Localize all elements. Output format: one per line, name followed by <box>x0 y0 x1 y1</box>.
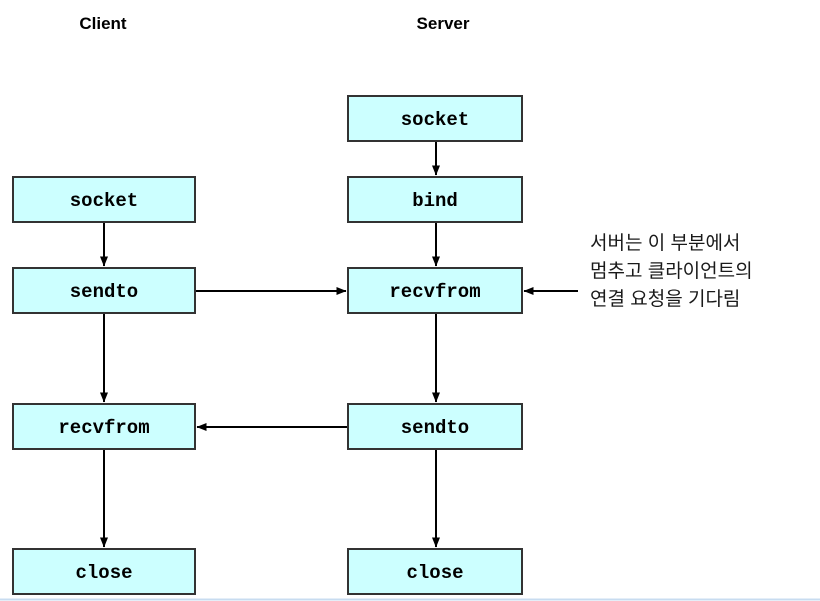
client-sendto-label: sendto <box>70 281 138 303</box>
server-sendto-label: sendto <box>401 417 469 439</box>
edge-group-cross <box>195 287 578 431</box>
server-bind-label: bind <box>412 190 458 212</box>
server-sendto-box[interactable] <box>347 403 523 450</box>
client-sendto-box[interactable] <box>12 267 196 314</box>
client-node-sendto[interactable]: sendto <box>12 267 196 314</box>
client-close-box[interactable] <box>12 548 196 595</box>
client-socket-box[interactable] <box>12 176 196 223</box>
column-header-client: Client <box>79 14 127 33</box>
server-bind-box[interactable] <box>347 176 523 223</box>
server-close-box[interactable] <box>347 548 523 595</box>
server-node-sendto[interactable]: sendto <box>347 403 523 450</box>
client-node-recvfrom[interactable]: recvfrom <box>12 403 196 450</box>
column-header-server: Server <box>417 14 470 33</box>
annotation-line-2: 멈추고 클라이언트의 <box>590 260 753 282</box>
server-recvfrom-label: recvfrom <box>389 281 480 303</box>
client-socket-label: socket <box>70 190 138 212</box>
server-node-recvfrom[interactable]: recvfrom <box>347 267 523 314</box>
client-node-socket[interactable]: socket <box>12 176 196 223</box>
server-socket-label: socket <box>401 109 469 131</box>
client-recvfrom-label: recvfrom <box>58 417 149 439</box>
client-recvfrom-box[interactable] <box>12 403 196 450</box>
annotation-line-1: 서버는 이 부분에서 <box>590 232 740 254</box>
server-node-close[interactable]: close <box>347 548 523 595</box>
server-node-bind[interactable]: bind <box>347 176 523 223</box>
server-node-socket[interactable]: socket <box>347 95 523 142</box>
client-node-close[interactable]: close <box>12 548 196 595</box>
server-close-label: close <box>406 562 463 584</box>
client-close-label: close <box>75 562 132 584</box>
annotation-block: 서버는 이 부분에서 멈추고 클라이언트의 연결 요청을 기다림 <box>590 232 753 310</box>
server-recvfrom-box[interactable] <box>347 267 523 314</box>
server-socket-box[interactable] <box>347 95 523 142</box>
annotation-line-3: 연결 요청을 기다림 <box>590 288 740 310</box>
